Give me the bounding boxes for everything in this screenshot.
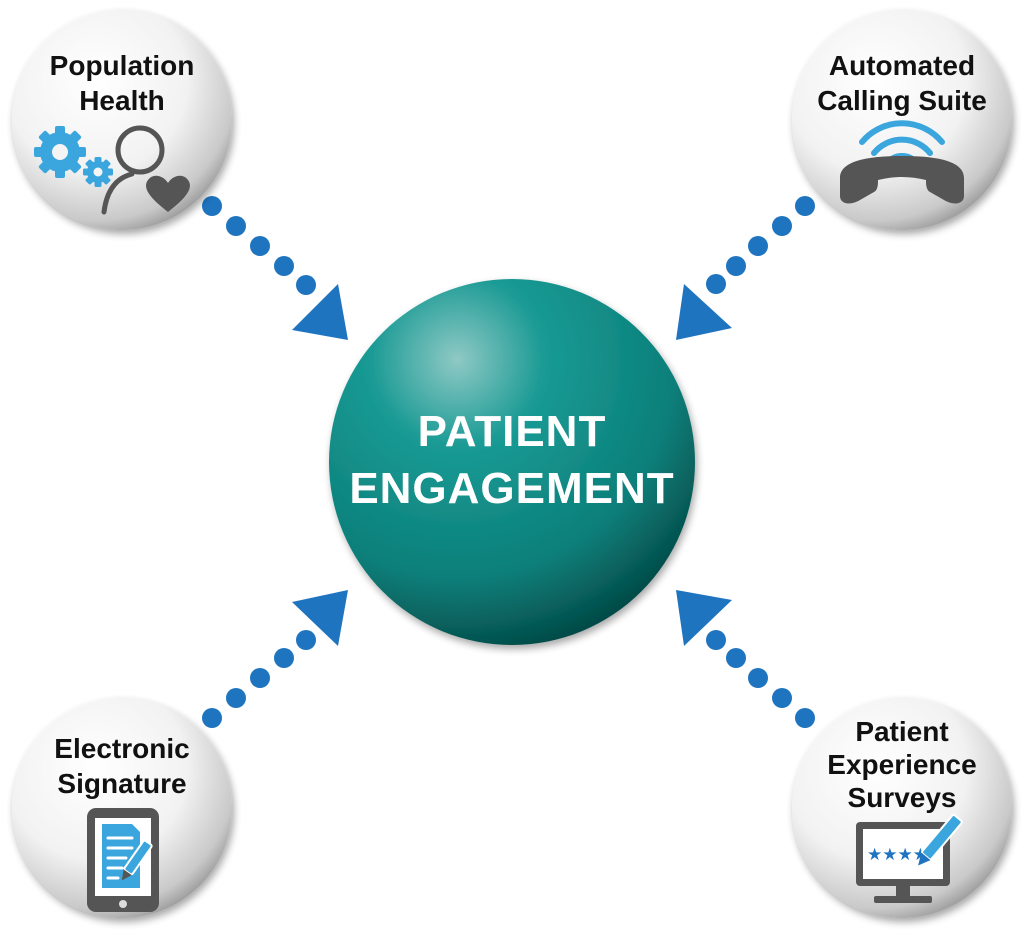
center-title-line2: ENGAGEMENT	[349, 464, 674, 513]
center-title-line1: PATIENT	[418, 407, 607, 456]
population-health-label-line1: Population	[50, 50, 195, 81]
node-electronic-signature: Electronic Signature	[12, 698, 232, 918]
arrow-head-icon	[292, 590, 348, 646]
connectors	[202, 196, 815, 728]
monitor-stars-pen-icon: ★★★★	[856, 813, 963, 903]
automated-calling-label-line1: Automated	[829, 50, 975, 81]
connector-automated-calling	[676, 196, 815, 340]
electronic-signature-label-line2: Signature	[57, 768, 186, 799]
automated-calling-label-line2: Calling Suite	[817, 85, 987, 116]
phone-signal-icon	[840, 120, 964, 204]
arrow-head-icon	[676, 590, 732, 646]
population-health-label-line2: Health	[79, 85, 165, 116]
connector-patient-experience	[676, 590, 815, 728]
node-patient-experience: Patient Experience Surveys ★★★★	[792, 698, 1012, 918]
patient-experience-label-line3: Surveys	[848, 782, 957, 813]
patient-experience-label-line1: Patient	[855, 716, 948, 747]
arrow-head-icon	[676, 284, 732, 340]
arrow-head-icon	[292, 284, 348, 340]
node-automated-calling: Automated Calling Suite	[792, 10, 1012, 230]
connector-electronic-signature	[202, 590, 348, 728]
rating-stars-icon: ★★★★	[867, 845, 928, 865]
electronic-signature-label-line1: Electronic	[54, 733, 189, 764]
connector-population-health	[202, 196, 348, 340]
gears-person-heart-icon	[34, 125, 190, 215]
tablet-document-pen-icon	[87, 808, 159, 912]
center-node: PATIENT ENGAGEMENT	[329, 279, 695, 645]
node-population-health: Population Health	[12, 10, 232, 230]
patient-experience-label-line2: Experience	[827, 749, 976, 780]
